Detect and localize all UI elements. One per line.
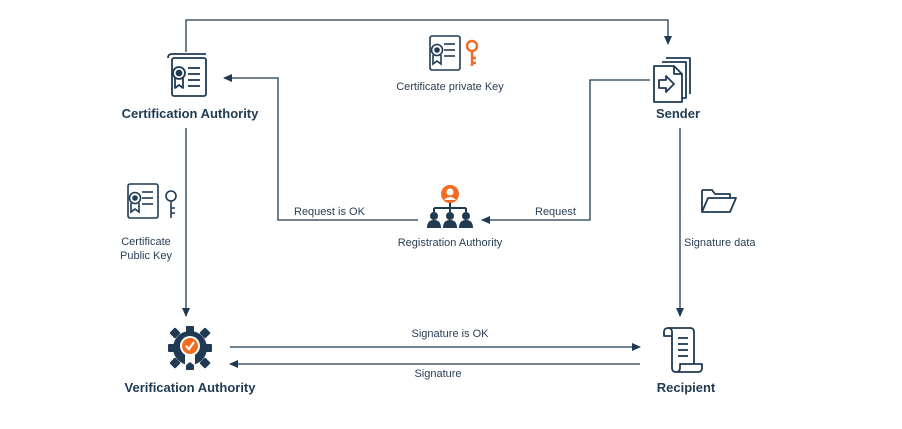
label-registration-authority: Registration Authority (397, 237, 503, 249)
label-request-is-ok: Request is OK (294, 206, 365, 218)
label-certificate-private-key: Certificate private Key (396, 81, 504, 93)
label-request: Request (535, 206, 576, 218)
edge-ca-to-sender (185, 19, 672, 52)
send-document-icon (653, 57, 691, 103)
node-sender: Sender (655, 106, 701, 121)
label-certificate-public-key-line1: Certificate (121, 236, 171, 248)
edge-sender-to-ra (481, 79, 650, 224)
gear-check-icon (168, 326, 212, 370)
label-signature-data: Signature data (684, 237, 756, 249)
node-verification-authority: Verification Authority (124, 380, 256, 395)
certificate-private-key-icon (429, 35, 479, 71)
hierarchy-icon (427, 185, 473, 228)
edge-ra-to-ca (223, 74, 418, 221)
scroll-document-icon (663, 327, 703, 373)
folder-icon (701, 189, 737, 213)
label-signature: Signature (414, 368, 462, 380)
label-signature-is-ok: Signature is OK (411, 328, 489, 340)
certificate-public-key-icon (127, 183, 177, 219)
node-certification-authority: Certification Authority (121, 106, 259, 121)
label-certificate-public-key-line2: Public Key (120, 250, 172, 262)
node-recipient: Recipient (656, 380, 716, 395)
certificate-icon (167, 53, 207, 97)
